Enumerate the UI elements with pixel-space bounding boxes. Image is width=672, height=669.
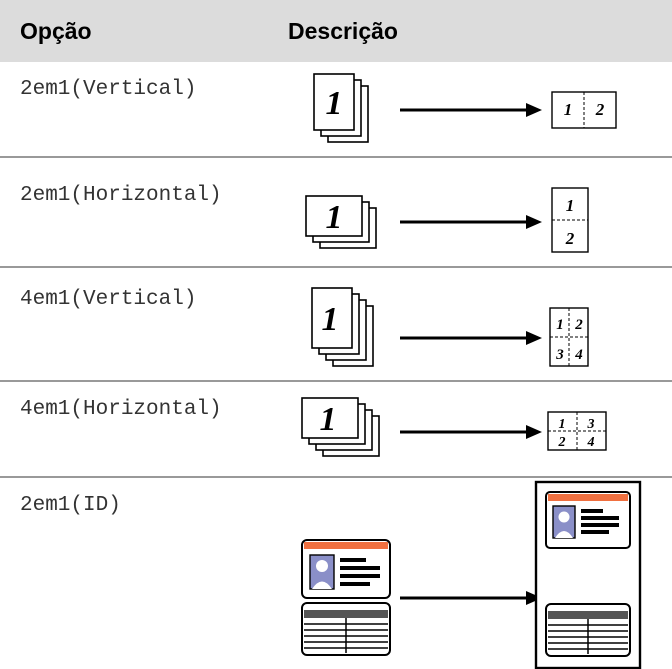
result-page-1: 1 (564, 100, 573, 119)
table-row: 2em1(Horizontal) 1 1 2 (0, 158, 672, 268)
layout-diagram-2in1-horizontal: 1 1 2 (305, 187, 589, 253)
source-page-number: 1 (320, 401, 337, 438)
id-card-back-icon (301, 602, 391, 656)
table-row: 4em1(Horizontal) 1 1 3 2 4 (0, 382, 672, 478)
result-page-2: 2 (574, 317, 583, 333)
row-divider (0, 266, 672, 268)
result-page-2: 2 (595, 100, 605, 119)
table-row: 4em1(Vertical) 1 1 2 3 4 (0, 268, 672, 382)
header-option: Opção (20, 18, 92, 44)
result-page-4: 4 (587, 435, 595, 450)
source-page-number: 1 (322, 301, 339, 338)
layout-diagram-4in1-vertical: 1 1 2 3 4 (311, 287, 589, 367)
option-label: 2em1(Horizontal) (20, 184, 222, 207)
row-divider (0, 380, 672, 382)
id-card-front-icon (301, 539, 391, 599)
id-copy-result-page-icon (534, 480, 642, 669)
result-page-2: 2 (558, 435, 566, 450)
result-page-3: 3 (587, 417, 595, 432)
table-header: Opção Descrição (0, 0, 672, 62)
result-page-2: 2 (565, 229, 575, 248)
result-page-3: 3 (555, 347, 564, 363)
layout-diagram-2in1-vertical: 1 1 2 (313, 73, 617, 143)
option-label: 4em1(Horizontal) (20, 398, 222, 421)
result-page-4: 4 (574, 347, 583, 363)
header-description: Descrição (288, 18, 398, 44)
row-divider (0, 156, 672, 158)
option-label: 4em1(Vertical) (20, 288, 197, 311)
layout-diagram-2in1-id (301, 480, 642, 669)
option-label: 2em1(ID) (20, 494, 121, 517)
result-page-1: 1 (556, 317, 564, 333)
layout-diagram-4in1-horizontal: 1 1 3 2 4 (301, 397, 607, 457)
source-page-number: 1 (326, 85, 343, 122)
result-page-1: 1 (559, 417, 566, 432)
row-divider (0, 476, 672, 478)
table-row: 2em1(ID) (0, 478, 672, 669)
result-page-1: 1 (566, 196, 575, 215)
table-row: 2em1(Vertical) 1 1 2 (0, 62, 672, 158)
source-page-number: 1 (326, 199, 343, 236)
option-label: 2em1(Vertical) (20, 78, 197, 101)
